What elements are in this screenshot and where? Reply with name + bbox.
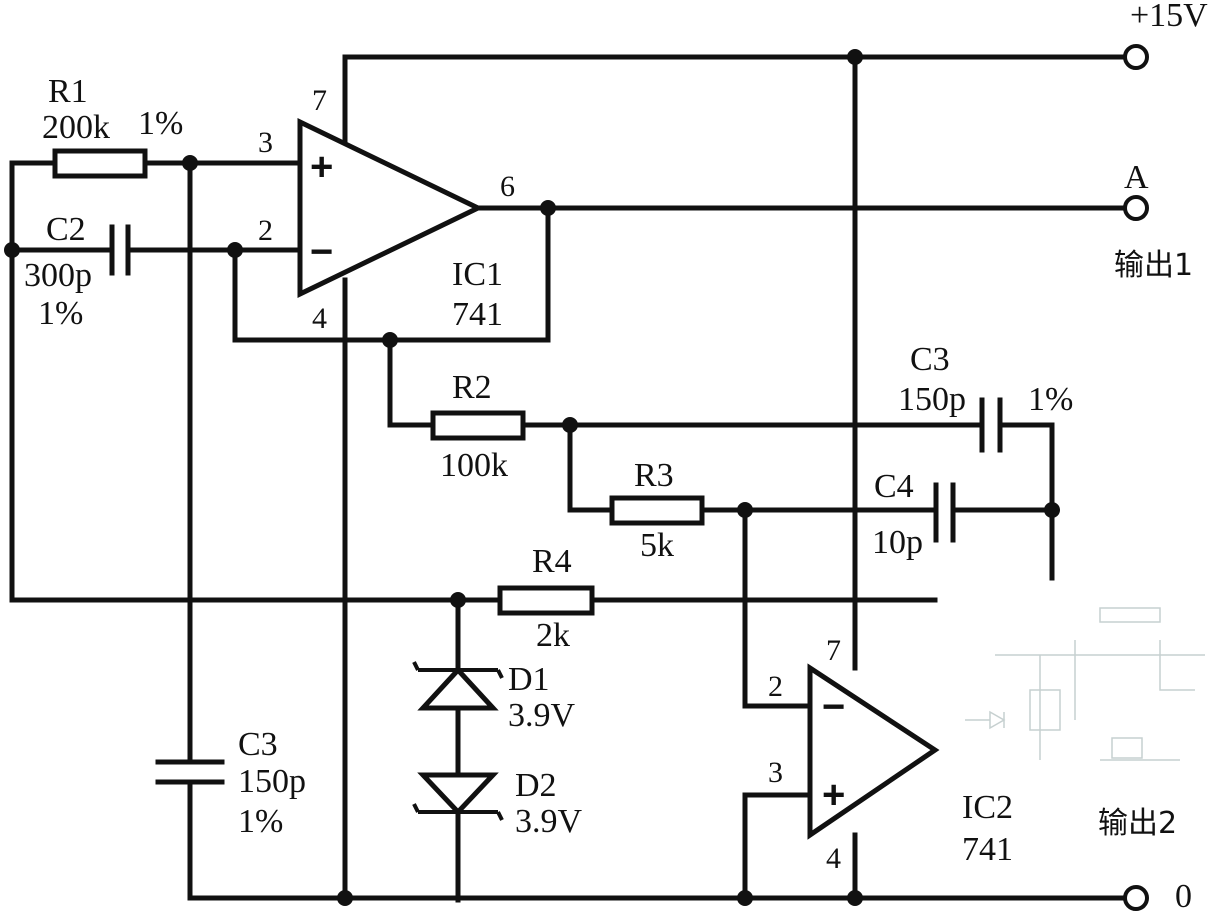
capacitor-c4: C4 10p xyxy=(872,468,956,561)
junction-dots xyxy=(4,49,1060,906)
c4-name: C4 xyxy=(874,468,914,505)
r1-tolerance: 1% xyxy=(138,105,183,142)
ic1-name: IC1 xyxy=(452,256,503,293)
d1-value: 3.9V xyxy=(508,697,576,734)
terminal-vcc[interactable]: +15V xyxy=(1123,0,1208,70)
ic2-opamp: − + 2 3 7 4 IC2 741 xyxy=(768,634,1013,875)
ic1-minus-sign: − xyxy=(310,230,333,274)
ic2-pin7: 7 xyxy=(826,634,841,667)
ic1-pin6: 6 xyxy=(500,170,515,203)
resistor-r2: R2 100k xyxy=(430,369,526,484)
r4-value: 2k xyxy=(536,617,570,654)
ic1-pin2: 2 xyxy=(258,214,273,247)
ic2-minus-sign: − xyxy=(822,685,845,729)
c3-top-value: 150p xyxy=(898,381,966,418)
ic1-pin4: 4 xyxy=(312,302,327,335)
output1-label: 输出1 xyxy=(1114,248,1193,283)
terminal-output1[interactable]: A 输出1 xyxy=(1114,159,1193,283)
ic1-opamp: + − 3 2 7 4 6 IC1 741 xyxy=(258,84,515,335)
ic2-name: IC2 xyxy=(962,789,1013,826)
zener-diode-d2: D2 3.9V xyxy=(412,767,583,840)
capacitor-c2: C2 300p 1% xyxy=(24,211,131,332)
resistor-r4: R4 2k xyxy=(497,543,595,654)
resistor-r3: R3 5k xyxy=(609,457,705,564)
c3-top-name: C3 xyxy=(910,341,950,378)
terminal-ground[interactable]: 0 xyxy=(1123,878,1192,915)
ic2-pin4: 4 xyxy=(826,842,841,875)
c4-value: 10p xyxy=(872,524,923,561)
c2-tolerance: 1% xyxy=(38,295,83,332)
r2-value: 100k xyxy=(440,447,508,484)
terminal-a-label: A xyxy=(1124,159,1149,196)
r1-value: 200k xyxy=(42,109,110,146)
r2-name: R2 xyxy=(452,369,492,406)
ic1-pin7: 7 xyxy=(312,84,327,117)
r1-name: R1 xyxy=(48,73,88,110)
c2-value: 300p xyxy=(24,257,92,294)
d2-value: 3.9V xyxy=(515,803,583,840)
ic2-pin2: 2 xyxy=(768,670,783,703)
ground-label: 0 xyxy=(1175,878,1192,915)
ic2-pin3: 3 xyxy=(768,756,783,789)
ic2-part: 741 xyxy=(962,831,1013,868)
capacitor-c3-top: C3 150p 1% xyxy=(898,341,1073,453)
capacitor-c3-bottom: C3 150p 1% xyxy=(155,726,306,840)
r3-value: 5k xyxy=(640,527,674,564)
output2-label: 输出2 xyxy=(1098,806,1177,841)
c2-name: C2 xyxy=(46,211,86,248)
c3-bottom-name: C3 xyxy=(238,726,278,763)
c3-top-tolerance: 1% xyxy=(1028,381,1073,418)
d1-name: D1 xyxy=(508,661,550,698)
zener-diode-d1: D1 3.9V xyxy=(412,661,576,734)
d2-name: D2 xyxy=(515,767,557,804)
faint-artifact xyxy=(965,607,1205,761)
ic1-part: 741 xyxy=(452,296,503,333)
r4-name: R4 xyxy=(532,543,572,580)
resistor-r1: R1 200k 1% xyxy=(42,73,183,179)
c3-bottom-value: 150p xyxy=(238,763,306,800)
wires xyxy=(9,54,1128,903)
c3-bottom-tolerance: 1% xyxy=(238,803,283,840)
r3-name: R3 xyxy=(634,457,674,494)
ic2-plus-sign: + xyxy=(822,773,845,817)
ic1-pin3: 3 xyxy=(258,126,273,159)
ic1-plus-sign: + xyxy=(310,145,333,189)
vcc-label: +15V xyxy=(1130,0,1208,34)
